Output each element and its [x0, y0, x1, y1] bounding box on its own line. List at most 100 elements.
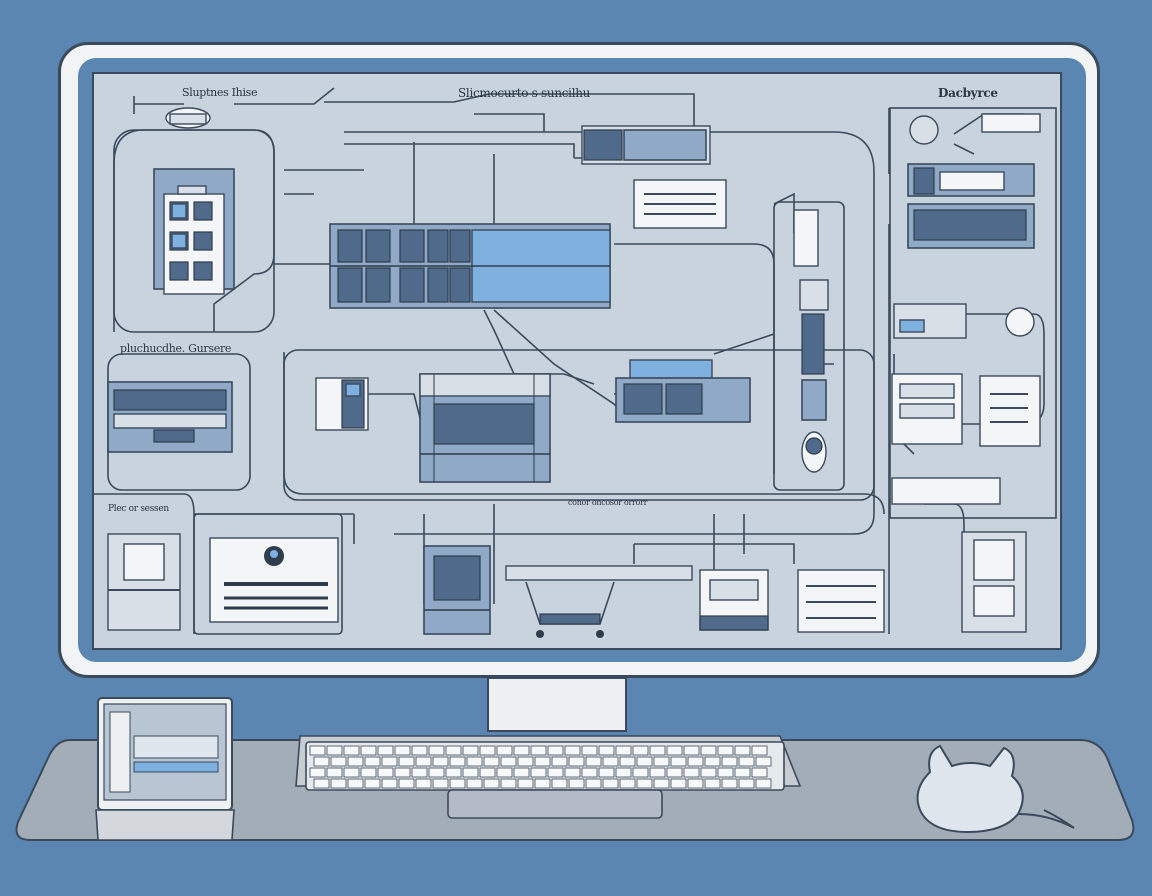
keyboard-key[interactable]: [364, 778, 381, 789]
keyboard-key[interactable]: [347, 778, 364, 789]
cat-mouse[interactable]: [916, 744, 1075, 834]
keyboard-key[interactable]: [717, 767, 734, 778]
keyboard-key[interactable]: [309, 767, 326, 778]
keyboard-key[interactable]: [738, 756, 755, 767]
keyboard-key[interactable]: [564, 767, 581, 778]
keyboard-key[interactable]: [313, 756, 330, 767]
keyboard-key[interactable]: [479, 745, 496, 756]
keyboard-key[interactable]: [466, 756, 483, 767]
keyboard-key[interactable]: [483, 778, 500, 789]
keyboard-key[interactable]: [704, 756, 721, 767]
keyboard-key[interactable]: [398, 778, 415, 789]
keyboard-key[interactable]: [415, 778, 432, 789]
keyboard-key[interactable]: [551, 756, 568, 767]
keyboard-key[interactable]: [496, 745, 513, 756]
trackpad[interactable]: [447, 789, 663, 819]
keyboard-key[interactable]: [381, 778, 398, 789]
keyboard-key[interactable]: [377, 767, 394, 778]
keyboard-key[interactable]: [547, 745, 564, 756]
tablet-device[interactable]: [95, 697, 235, 841]
keyboard-key[interactable]: [551, 778, 568, 789]
keyboard-key[interactable]: [598, 745, 615, 756]
keyboard-key[interactable]: [411, 745, 428, 756]
keyboard-key[interactable]: [687, 756, 704, 767]
keyboard-key[interactable]: [632, 745, 649, 756]
keyboard-key[interactable]: [326, 745, 343, 756]
keyboard-key[interactable]: [602, 756, 619, 767]
keyboard-key[interactable]: [636, 756, 653, 767]
keyboard-key[interactable]: [428, 767, 445, 778]
keyboard-key[interactable]: [449, 778, 466, 789]
keyboard-key[interactable]: [432, 778, 449, 789]
keyboard-key[interactable]: [751, 745, 768, 756]
keyboard-key[interactable]: [704, 778, 721, 789]
keyboard-key[interactable]: [619, 778, 636, 789]
keyboard-key[interactable]: [585, 756, 602, 767]
keyboard-key[interactable]: [479, 767, 496, 778]
keyboard-key[interactable]: [547, 767, 564, 778]
keyboard-key[interactable]: [534, 756, 551, 767]
keyboard-key[interactable]: [615, 745, 632, 756]
keyboard-key[interactable]: [683, 767, 700, 778]
keyboard-key[interactable]: [721, 756, 738, 767]
keyboard-key[interactable]: [445, 745, 462, 756]
keyboard-key[interactable]: [449, 756, 466, 767]
keyboard-key[interactable]: [598, 767, 615, 778]
keyboard-key[interactable]: [377, 745, 394, 756]
keyboard-key[interactable]: [398, 756, 415, 767]
keyboard-key[interactable]: [326, 767, 343, 778]
keyboard-key[interactable]: [394, 745, 411, 756]
keyboard-key[interactable]: [564, 745, 581, 756]
keyboard-key[interactable]: [649, 745, 666, 756]
keyboard-key[interactable]: [347, 756, 364, 767]
keyboard-key[interactable]: [717, 745, 734, 756]
keyboard-key[interactable]: [687, 778, 704, 789]
keyboard-key[interactable]: [632, 767, 649, 778]
keyboard-key[interactable]: [330, 756, 347, 767]
keyboard-key[interactable]: [581, 767, 598, 778]
keyboard-key[interactable]: [462, 767, 479, 778]
keyboard-key[interactable]: [666, 745, 683, 756]
keyboard-key[interactable]: [683, 745, 700, 756]
keyboard[interactable]: [305, 741, 785, 791]
keyboard-key[interactable]: [309, 745, 326, 756]
keyboard-key[interactable]: [636, 778, 653, 789]
keyboard-key[interactable]: [466, 778, 483, 789]
keyboard-key[interactable]: [513, 745, 530, 756]
keyboard-key[interactable]: [649, 767, 666, 778]
keyboard-key[interactable]: [496, 767, 513, 778]
keyboard-key[interactable]: [734, 767, 751, 778]
keyboard-key[interactable]: [394, 767, 411, 778]
keyboard-key[interactable]: [568, 756, 585, 767]
keyboard-key[interactable]: [700, 767, 717, 778]
keyboard-key[interactable]: [517, 778, 534, 789]
keyboard-key[interactable]: [568, 778, 585, 789]
keyboard-key[interactable]: [738, 778, 755, 789]
keyboard-key[interactable]: [666, 767, 683, 778]
keyboard-key[interactable]: [483, 756, 500, 767]
keyboard-key[interactable]: [360, 745, 377, 756]
keyboard-key[interactable]: [313, 778, 330, 789]
keyboard-key[interactable]: [500, 778, 517, 789]
keyboard-key[interactable]: [513, 767, 530, 778]
keyboard-key[interactable]: [615, 767, 632, 778]
keyboard-key[interactable]: [619, 756, 636, 767]
keyboard-key[interactable]: [432, 756, 449, 767]
keyboard-key[interactable]: [653, 756, 670, 767]
keyboard-key[interactable]: [343, 745, 360, 756]
keyboard-key[interactable]: [530, 767, 547, 778]
keyboard-key[interactable]: [755, 756, 772, 767]
keyboard-key[interactable]: [500, 756, 517, 767]
keyboard-key[interactable]: [462, 745, 479, 756]
keyboard-key[interactable]: [360, 767, 377, 778]
keyboard-key[interactable]: [415, 756, 432, 767]
keyboard-key[interactable]: [581, 745, 598, 756]
keyboard-key[interactable]: [534, 778, 551, 789]
keyboard-key[interactable]: [653, 778, 670, 789]
keyboard-key[interactable]: [445, 767, 462, 778]
keyboard-key[interactable]: [670, 756, 687, 767]
keyboard-key[interactable]: [343, 767, 360, 778]
keyboard-key[interactable]: [755, 778, 772, 789]
keyboard-key[interactable]: [721, 778, 738, 789]
keyboard-key[interactable]: [602, 778, 619, 789]
